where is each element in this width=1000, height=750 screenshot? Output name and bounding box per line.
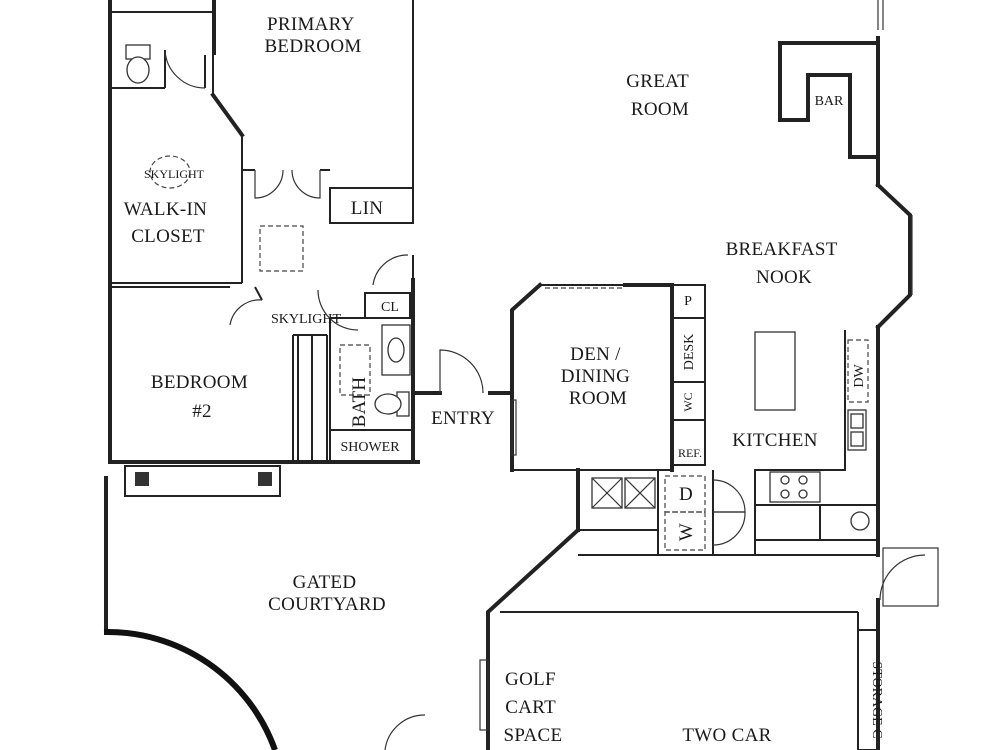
label-kitchen: KITCHEN bbox=[732, 430, 817, 451]
kitchen-island bbox=[754, 331, 796, 411]
label-dishwasher: DW bbox=[852, 364, 867, 388]
toilet-bath bbox=[374, 391, 410, 417]
label-pantry: P bbox=[684, 294, 692, 309]
label-wine-cooler: WC bbox=[681, 392, 695, 411]
kitchen-sink bbox=[847, 409, 870, 531]
skylights bbox=[149, 155, 371, 396]
label-shower: SHOWER bbox=[340, 440, 400, 455]
label-dryer: D bbox=[679, 484, 693, 505]
label-breakfast-nook: BREAKFAST NOOK bbox=[726, 239, 843, 288]
label-skylight-closet: SKYLIGHT bbox=[144, 167, 205, 181]
door-swings bbox=[164, 49, 926, 750]
room-labels: PRIMARY BEDROOM GREAT ROOM BAR SKYLIGHT … bbox=[124, 14, 884, 746]
storage-closet bbox=[857, 629, 879, 750]
sink-bath bbox=[381, 324, 411, 376]
label-linen: LIN bbox=[351, 198, 384, 219]
label-skylight-hall: SKYLIGHT bbox=[271, 312, 341, 327]
label-washer: W bbox=[676, 523, 697, 541]
label-bath: BATH bbox=[349, 377, 370, 428]
label-bar: BAR bbox=[815, 94, 844, 109]
label-golf-cart-space: GOLF CART SPACE bbox=[504, 669, 563, 746]
windows bbox=[124, 0, 939, 731]
label-bedroom-2: BEDROOM #2 bbox=[151, 372, 253, 422]
label-closet: CL bbox=[381, 300, 399, 315]
label-den-dining: DEN / DINING ROOM bbox=[561, 344, 635, 409]
cooktop bbox=[769, 471, 821, 503]
label-walk-in-closet: WALK-IN CLOSET bbox=[124, 199, 212, 247]
label-gated-courtyard: GATED COURTYARD bbox=[268, 572, 386, 615]
dishwasher bbox=[847, 339, 869, 403]
label-refrigerator: REF. bbox=[678, 446, 702, 460]
label-entry: ENTRY bbox=[431, 408, 495, 429]
label-two-car: TWO CAR bbox=[682, 725, 771, 746]
toilet-primary bbox=[125, 44, 151, 84]
label-storage: STORAGE C bbox=[869, 661, 884, 738]
laundry-appliances bbox=[591, 475, 706, 551]
bar-counter bbox=[778, 41, 880, 159]
label-desk: DESK bbox=[682, 334, 697, 371]
label-primary-bedroom: PRIMARY BEDROOM bbox=[264, 14, 361, 57]
label-great-room: GREAT ROOM bbox=[626, 71, 693, 120]
